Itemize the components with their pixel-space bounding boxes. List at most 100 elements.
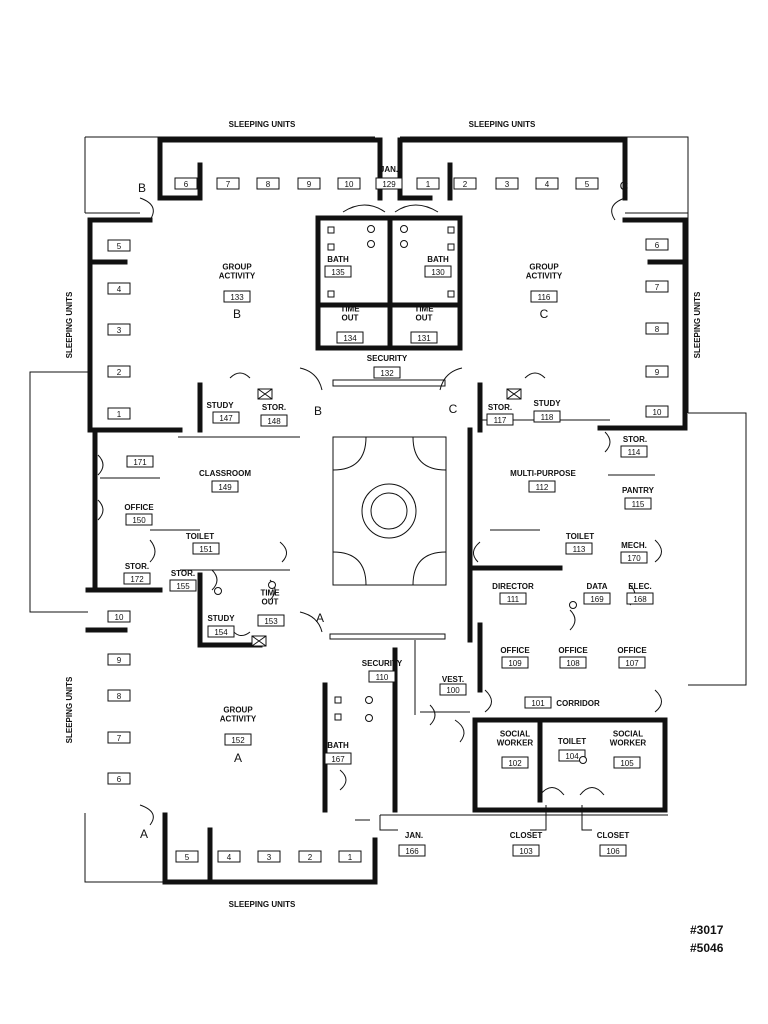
room-label-corr101: CORRIDOR xyxy=(556,699,600,708)
wing-letter-group_a: A xyxy=(234,751,242,765)
sleeping-unit-b_top-3: 9 xyxy=(307,180,312,189)
room-label-bath135: BATH xyxy=(327,255,349,264)
room-number-bath167: 167 xyxy=(331,755,345,764)
sleeping-unit-b_left-3: 2 xyxy=(117,368,122,377)
sleeping-unit-a_bottom-3: 2 xyxy=(308,853,313,862)
sleeping-unit-a_left-2: 8 xyxy=(117,692,122,701)
wing-letter-b_top: B xyxy=(138,181,146,195)
sleeping-unit-c_top-2: 3 xyxy=(505,180,510,189)
room-number-office150: 150 xyxy=(132,516,146,525)
room-number-study118-box xyxy=(533,410,561,423)
room-number-jan166-box xyxy=(398,844,426,857)
room-number-pantry115-box xyxy=(624,497,652,510)
room-number-office150-box xyxy=(125,513,153,526)
room-label-sec110: SECURITY xyxy=(362,659,403,668)
room-label-mp112: MULTI-PURPOSE xyxy=(510,469,576,478)
room-number-stor155: 155 xyxy=(176,582,190,591)
room-label-off108: OFFICE xyxy=(558,646,588,655)
room-label-elec168: ELEC. xyxy=(628,582,652,591)
sleeping-unit-c_right-3-box xyxy=(645,365,669,378)
sleeping-unit-c_right-0-box xyxy=(645,238,669,251)
toilet-fixture-4 xyxy=(365,696,373,704)
room-number-stor148-box xyxy=(260,414,288,427)
sleeping-unit-c_top-1-box xyxy=(453,177,477,190)
sleeping-unit-b_top-2: 8 xyxy=(266,180,271,189)
room-label-closet103: CLOSET xyxy=(510,831,543,840)
room-label-bath130: BATH xyxy=(427,255,449,264)
fixture-0 xyxy=(327,226,335,234)
sleeping-unit-c_right-1-box xyxy=(645,280,669,293)
room-number-bath130: 130 xyxy=(431,268,445,277)
fixture-2 xyxy=(327,290,335,298)
sleeping-unit-a_left-1-box xyxy=(107,653,131,666)
room-number-closet106-box xyxy=(599,844,627,857)
sleeping-unit-c_top-4: 5 xyxy=(585,180,590,189)
sleeping-unit-a_bottom-2-box xyxy=(257,850,281,863)
room-label-toilet104: TOILET xyxy=(558,737,586,746)
room-label-off109: OFFICE xyxy=(500,646,530,655)
plan-tag-1: #3017 xyxy=(690,923,724,937)
sleeping-unit-a_left-0: 10 xyxy=(115,613,124,622)
toilet-fixture-2 xyxy=(400,225,408,233)
room-number-closet103-box xyxy=(512,844,540,857)
room-number-toilet104-box xyxy=(558,749,586,762)
toilet-fixture-8 xyxy=(569,601,577,609)
room-number-off109-box xyxy=(501,656,529,669)
room-number-class149-box xyxy=(211,480,239,493)
room-number-stor148: 148 xyxy=(267,417,281,426)
room-number-closet103: 103 xyxy=(519,847,533,856)
room-number-mech170: 170 xyxy=(627,554,641,563)
room-number-to134: 134 xyxy=(343,334,357,343)
fixture-1 xyxy=(327,243,335,251)
room-number-class149: 149 xyxy=(218,483,232,492)
room-number-sec110: 110 xyxy=(376,673,389,682)
room-number-sw102-box xyxy=(501,756,529,769)
mech-x-0 xyxy=(257,388,273,400)
room-number-off107: 107 xyxy=(625,659,639,668)
room-number-off108-box xyxy=(559,656,587,669)
sleeping-unit-c_right-2-box xyxy=(645,322,669,335)
room-label-data169: DATA xyxy=(586,582,607,591)
wing-letter-c_mid: C xyxy=(449,402,458,416)
room-number-off108: 108 xyxy=(566,659,580,668)
room-number-data169-box xyxy=(583,592,611,605)
wing-letter-c_top: C xyxy=(620,179,629,193)
room-number-dir111: 111 xyxy=(507,595,520,604)
sleeping-unit-c_top-0-box xyxy=(416,177,440,190)
room-label-study118: STUDY xyxy=(533,399,561,408)
sleeping-unit-b_top-2-box xyxy=(256,177,280,190)
room-number-toilet113: 113 xyxy=(573,545,586,554)
toilet-fixture-7 xyxy=(268,581,276,589)
sleeping-unit-b_top-3-box xyxy=(297,177,321,190)
room-label-stor155: STOR. xyxy=(171,569,195,578)
room-label-class149: CLASSROOM xyxy=(199,469,251,478)
sleeping-unit-c_top-3-box xyxy=(535,177,559,190)
room-number-corr101: 101 xyxy=(531,699,545,708)
room-number-vest100-box xyxy=(439,683,467,696)
sleeping-unit-a_bottom-1-box xyxy=(217,850,241,863)
room-number-jan129: 129 xyxy=(382,180,396,189)
sleeping-unit-b_top-0-box xyxy=(174,177,198,190)
room-number-elec168-box xyxy=(626,592,654,605)
perimeter-label-left_upper: SLEEPING UNITS xyxy=(65,291,74,358)
room-label-study154: STUDY xyxy=(207,614,235,623)
sleeping-unit-a_bottom-4-box xyxy=(338,850,362,863)
perimeter-label-left_lower: SLEEPING UNITS xyxy=(65,676,74,743)
room-number-off107-box xyxy=(618,656,646,669)
sleeping-unit-a_left-4: 6 xyxy=(117,775,122,784)
perimeter-label-right_upper: SLEEPING UNITS xyxy=(693,291,702,358)
room-number-jan166: 166 xyxy=(405,847,419,856)
sleeping-unit-c_right-4-box xyxy=(645,405,669,418)
sleeping-unit-b_left-3-box xyxy=(107,365,131,378)
room-number-toilet151-box xyxy=(192,542,220,555)
sleeping-unit-b_top-4: 10 xyxy=(345,180,354,189)
fixture-5 xyxy=(447,290,455,298)
sleeping-unit-a_left-3-box xyxy=(107,731,131,744)
plan-walls xyxy=(85,137,688,885)
sleeping-unit-c_right-0: 6 xyxy=(655,241,660,250)
room-label-study147: STUDY xyxy=(206,401,234,410)
